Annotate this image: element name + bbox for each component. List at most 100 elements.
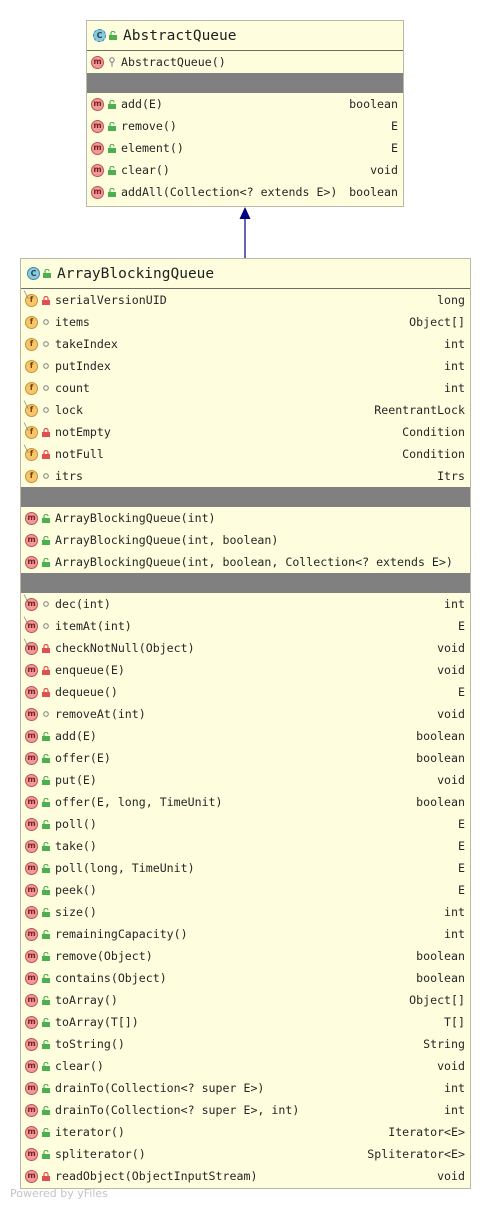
public-access-icon	[41, 535, 50, 546]
public-access-icon	[41, 907, 50, 918]
member-signature: remove(Object)	[55, 949, 153, 963]
package-access-icon	[41, 621, 50, 632]
member-signature: toArray(T[])	[55, 1015, 139, 1029]
member-signature: notEmpty	[55, 425, 111, 439]
member-signature: removeAt(int)	[55, 707, 146, 721]
method-icon: m╲	[24, 595, 38, 611]
method-icon: m	[91, 119, 104, 133]
public-access-icon	[41, 863, 50, 874]
package-access-icon	[41, 709, 50, 720]
method-row[interactable]: m╲itemAt(int)E	[21, 615, 470, 637]
field-icon: f	[25, 359, 38, 373]
member-signature: itrs	[55, 469, 83, 483]
method-row[interactable]: m╲checkNotNull(Object)void	[21, 637, 470, 659]
abstract-queue-header[interactable]: C AbstractQueue	[87, 21, 403, 51]
method-icon: m	[25, 1103, 38, 1117]
member-type: boolean	[416, 949, 465, 963]
static-marker-icon: ╲	[24, 400, 29, 409]
member-type: int	[444, 381, 465, 395]
private-access-icon	[41, 427, 50, 438]
public-access-icon	[107, 165, 116, 176]
public-access-icon	[41, 513, 50, 524]
member-signature: offer(E)	[55, 751, 111, 765]
member-signature: ArrayBlockingQueue(int)	[55, 511, 216, 525]
method-icon: m	[25, 905, 38, 919]
method-icon: m	[25, 1015, 38, 1029]
package-access-icon	[41, 361, 50, 372]
method-icon: m	[25, 839, 38, 853]
member-type: void	[437, 1059, 465, 1073]
public-access-icon	[107, 143, 116, 154]
public-access-icon	[41, 819, 50, 830]
member-signature: take()	[55, 839, 97, 853]
class-icon: C	[27, 267, 40, 280]
method-icon: m	[91, 141, 104, 155]
private-access-icon	[41, 1171, 50, 1182]
method-row[interactable]: m╲dec(int)int	[21, 593, 470, 615]
public-access-icon	[41, 1105, 50, 1116]
member-type: int	[444, 1081, 465, 1095]
section-separator	[21, 487, 470, 507]
public-access-icon	[41, 557, 50, 568]
method-icon: m	[25, 773, 38, 787]
private-access-icon	[41, 295, 50, 306]
member-type: void	[437, 663, 465, 677]
array-blocking-queue-header[interactable]: C ArrayBlockingQueue	[21, 259, 470, 289]
private-access-icon	[41, 643, 50, 654]
field-icon: f	[25, 315, 38, 329]
public-access-icon	[41, 731, 50, 742]
member-signature: size()	[55, 905, 97, 919]
member-type: int	[444, 337, 465, 351]
member-signature: toString()	[55, 1037, 125, 1051]
public-access-icon	[41, 753, 50, 764]
member-type: E	[391, 141, 398, 155]
package-access-icon	[41, 317, 50, 328]
private-access-icon	[41, 687, 50, 698]
member-type: String	[423, 1037, 465, 1051]
